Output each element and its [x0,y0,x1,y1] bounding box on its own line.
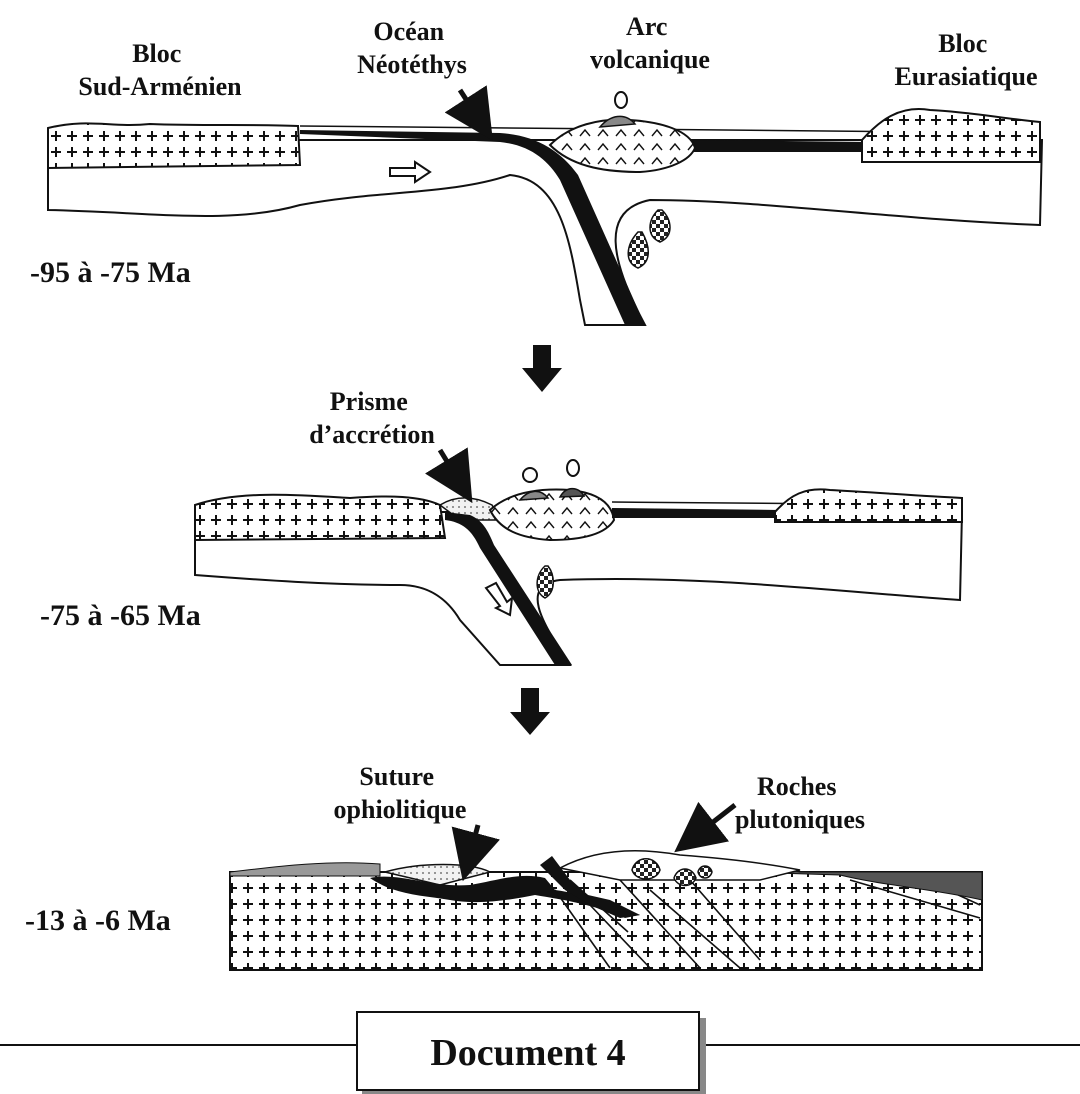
magma-drop-1b [627,231,649,269]
volcano-cone-2a [518,490,550,501]
eruption-cloud-2a [522,467,538,483]
magma-drop-1a [649,209,671,243]
transition-arrow-1 [522,345,562,392]
plutonic-rocks-3 [697,865,713,879]
panel-2: Prisme d’accrétion -75 à -65 Ma [40,387,964,666]
magma-drop-2 [536,565,554,599]
plate-motion-arrow-1 [389,160,432,184]
plutonic-pointer-arrow [674,801,737,853]
label-arc-volcanique: Arc volcanique [590,12,710,74]
bloc-sud-armenien-block-2 [194,493,447,542]
age-label-1: -95 à -75 Ma [30,256,191,289]
volcano-cone-1 [598,115,637,128]
bloc-eurasiatique-block [861,108,1041,163]
label-prisme-accretion: Prisme d’accrétion [309,387,435,449]
plate-motion-arrow-2 [484,581,514,617]
prism-pointer-arrow [425,447,473,504]
volcano-cone-2b [558,487,586,498]
oceanic-crust-right [690,140,870,152]
label-bloc-eurasiatique: Bloc Eurasiatique [894,29,1037,91]
bloc-eurasiatique-block-2 [774,488,963,523]
plutonic-rocks-2 [673,868,697,887]
document-footer: Document 4 [0,1011,1080,1094]
fault-lines-3 [554,879,981,969]
document-title: Document 4 [430,1032,625,1074]
ocean-pointer-arrow [444,85,493,141]
transition-arrow-2 [510,688,550,735]
age-label-3: -13 à -6 Ma [25,904,171,937]
oceanic-crust-right-2 [612,508,780,518]
panel-1: Bloc Sud-Arménien Océan Néotéthys Arc vo… [30,12,1044,326]
plutonic-rocks-1 [631,858,661,880]
volcanic-arc-2 [488,488,616,542]
uplifted-surface-3 [557,850,801,881]
bloc-sud-armenien-block [47,122,302,170]
label-ocean-neotethys: Océan Néotéthys [357,17,467,79]
footer-box [356,1011,700,1091]
suture-pointer-arrow [451,824,500,882]
label-bloc-sud-armenien: Bloc Sud-Arménien [78,39,242,101]
lithosphere-body [47,128,1044,326]
age-label-2: -75 à -65 Ma [40,599,201,632]
surface-sediments-3 [229,862,381,877]
panel-3: Suture ophiolitique Roches plutoniques -… [25,762,983,971]
volcanic-arc-1 [548,118,697,174]
label-roches-plutoniques: Roches plutoniques [735,772,865,834]
eruption-cloud-1 [614,91,628,109]
ophiolite-body-3 [370,875,640,918]
oceanic-slab-2 [445,512,572,665]
thrust-wedge-3 [540,856,640,918]
label-suture-ophiolitique: Suture ophiolitique [334,762,467,824]
eruption-cloud-2b [566,459,580,477]
